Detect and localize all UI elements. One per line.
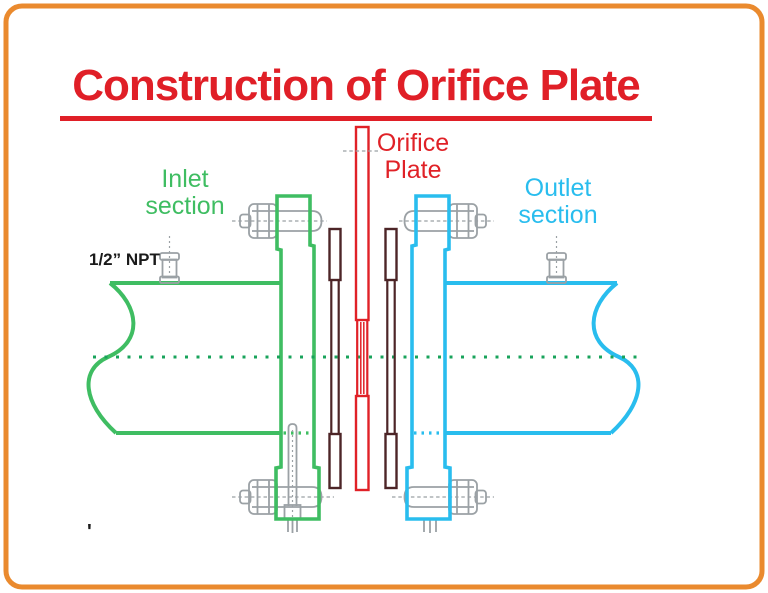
- npt-tap-body: [548, 258, 565, 279]
- gasket-bottom-block: [384, 432, 398, 490]
- gasket-bottom-block: [328, 432, 342, 490]
- orifice-plate-label-line2: Plate: [384, 156, 442, 184]
- bolt-nut-facets: [456, 480, 470, 514]
- orifice-plate-label-line1: Orifice: [376, 129, 450, 157]
- orifice-plate-label: Orifice Plate: [371, 130, 455, 184]
- bolt-stud-end: [474, 213, 487, 229]
- bolt-shaft: [252, 486, 323, 508]
- drain-thread-ticks: [287, 520, 298, 533]
- orifice-bore-lines: [360, 322, 365, 394]
- gasket-left: [328, 227, 342, 490]
- orifice-plate-faces: [356, 319, 369, 397]
- outlet-pipe: [414, 281, 641, 435]
- bolt-stud-end: [239, 213, 252, 229]
- bolt-shaft: [403, 486, 474, 508]
- drain-tube-body: [287, 423, 298, 506]
- bolt-top-left: [232, 203, 327, 239]
- orifice-plate-upper: [354, 125, 370, 322]
- inlet-pipe-break-line: [86, 281, 136, 435]
- page-title: Construction of Orifice Plate: [60, 62, 652, 121]
- bolt-stud-end: [474, 489, 487, 505]
- bolt-stud-end: [239, 489, 252, 505]
- gasket-top-block: [328, 227, 342, 282]
- orifice-plate-lower: [354, 394, 370, 492]
- npt-tap-body: [161, 258, 178, 279]
- bolt-shaft: [252, 210, 323, 232]
- gasket-bore-lines: [330, 279, 340, 435]
- outlet-section-label: Outlet section: [508, 175, 608, 229]
- bolt-nut-facets: [256, 480, 270, 514]
- inlet-label-line2: section: [145, 192, 225, 220]
- inlet-pipe: [86, 281, 312, 435]
- bolt-nut-facets: [256, 204, 270, 238]
- outlet-flange: [405, 194, 452, 521]
- inlet-label-line1: Inlet: [161, 165, 209, 193]
- orifice-plate-shape: [343, 125, 381, 492]
- corner-tick-mark: ': [87, 521, 92, 543]
- outlet-pipe-break-line: [591, 281, 641, 435]
- page-border: [3, 3, 765, 590]
- drain-tube: [283, 423, 302, 533]
- npt-tap-base: [159, 275, 180, 284]
- inlet-flange: [274, 194, 321, 521]
- bolt-top-right: [399, 203, 494, 239]
- inlet-section-label: Inlet section: [135, 166, 235, 220]
- bolt-nut-facets: [456, 204, 470, 238]
- gasket-bore-lines: [386, 279, 396, 435]
- outlet-label-line2: section: [518, 201, 598, 229]
- npt-tap-inlet: [159, 236, 180, 284]
- gasket-top-block: [384, 227, 398, 282]
- npt-size-label: 1/2” NPT: [89, 250, 160, 269]
- outlet-label-line1: Outlet: [524, 174, 592, 202]
- npt-tap-base: [546, 275, 567, 284]
- outlet-flange-thread-ticks: [423, 520, 437, 533]
- gasket-right: [384, 227, 398, 490]
- bolt-shaft: [403, 210, 474, 232]
- npt-tap-outlet: [546, 236, 567, 284]
